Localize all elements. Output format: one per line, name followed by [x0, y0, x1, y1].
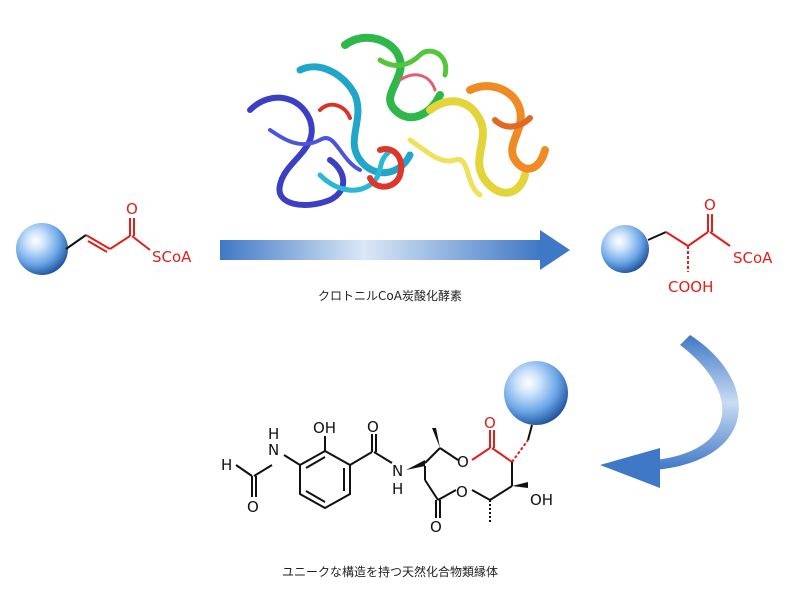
formyl-o-label: O: [247, 498, 259, 516]
phenol-oh-label: OH: [313, 419, 336, 437]
substrate-sphere: [16, 223, 68, 275]
enzyme-caption: クロトニルCoA炭酸化酵素: [318, 289, 462, 303]
protein-ribbon-orange-2: [492, 115, 533, 130]
protein-ribbon-yellow-2: [407, 137, 483, 198]
protein-ribbon-yellow: [426, 97, 529, 197]
protein-ribbon-cyan-2: [317, 147, 395, 193]
protein-ribbon-orange: [466, 82, 549, 173]
lactone-o-bottom-label: O: [430, 518, 442, 536]
formyl-h-label: H: [221, 456, 232, 474]
product-thioester-label: SCoA: [733, 249, 773, 267]
product-carboxyl-label: COOH: [668, 278, 713, 296]
substrate-carbonyl-oxygen: O: [126, 200, 138, 218]
substrate-thioester-label: SCoA: [152, 248, 192, 266]
final-product-sphere: [504, 361, 568, 425]
protein-ribbon-blue-2: [268, 128, 362, 172]
reaction-arrow: [220, 230, 570, 270]
hydroxyl-label: OH: [530, 491, 553, 509]
enzyme-protein-structure: [247, 33, 549, 208]
product-carbonyl-oxygen: O: [704, 196, 716, 214]
product-sphere: [601, 225, 649, 273]
product-caption: ユニークな構造を持つ天然化合物類縁体: [281, 565, 498, 579]
final-product-molecule: H O H N OH O N H O O: [221, 361, 568, 536]
protein-ribbon-pink: [398, 73, 437, 92]
lactone-o-top-label: O: [484, 414, 496, 432]
ring-o-bottom-label: O: [456, 483, 468, 501]
protein-ribbon-green: [341, 33, 444, 122]
amide-n-label: N: [392, 462, 403, 480]
product-intermediate-molecule: O SCoA COOH: [601, 196, 773, 296]
substrate-molecule: O SCoA: [16, 200, 192, 275]
formamide-h-label: H: [268, 425, 279, 443]
curved-arrow: [600, 335, 739, 488]
protein-ribbon-red-2: [318, 102, 352, 120]
protein-ribbon-cyan: [296, 63, 414, 177]
benzamide-o-label: O: [367, 418, 379, 436]
protein-ribbon-blue: [247, 94, 347, 208]
ring-o-top-label: O: [457, 453, 469, 471]
amide-h-label: H: [392, 480, 403, 498]
benzene-ring: [299, 449, 351, 510]
protein-ribbon-red: [367, 146, 405, 190]
protein-ribbon-green-2: [377, 48, 449, 78]
formamide-n-label: N: [268, 441, 279, 459]
